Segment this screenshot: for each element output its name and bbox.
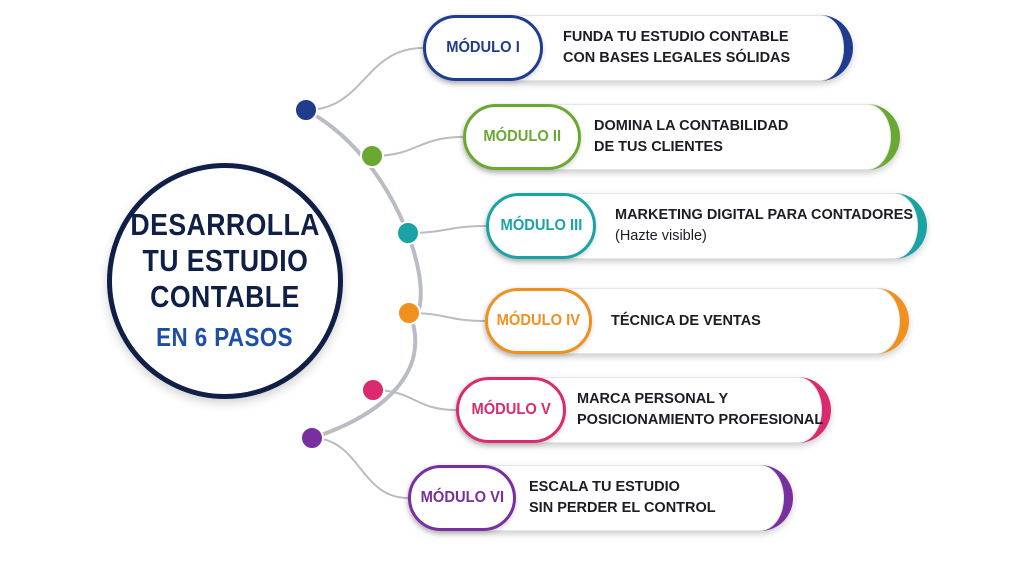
center-title-line-1: DESARROLLA (130, 207, 320, 242)
module-description: ESCALA TU ESTUDIO SIN PERDER EL CONTROL (529, 465, 716, 531)
module-description-line-2: DE TUS CLIENTES (594, 139, 723, 155)
connector-line (305, 47, 424, 111)
module-label: MÓDULO II (483, 128, 561, 145)
module-description-line-2: (Hazte visible) (615, 228, 707, 244)
module-label-pill: MÓDULO IV (485, 288, 592, 354)
module-label: MÓDULO III (500, 217, 582, 234)
module-label: MÓDULO VI (420, 489, 504, 506)
module-description-line-1: MARKETING DIGITAL PARA CONTADORES (615, 207, 914, 223)
module-label: MÓDULO I (446, 39, 520, 56)
module-card: MÓDULO III MARKETING DIGITAL PARA CONTADO… (486, 193, 927, 259)
connector-line (371, 136, 464, 157)
module-description-line-1: FUNDA TU ESTUDIO CONTABLE (563, 29, 789, 45)
timeline-dot (360, 144, 384, 168)
module-card: MÓDULO IV TÉCNICA DE VENTAS (485, 288, 909, 354)
module-description-line-1: DOMINA LA CONTABILIDAD (594, 118, 789, 134)
module-description: TÉCNICA DE VENTAS (611, 288, 761, 354)
module-card: MÓDULO VI ESCALA TU ESTUDIO SIN PERDER EL … (408, 465, 793, 531)
center-title-circle: DESARROLLA TU ESTUDIO CONTABLE EN 6 PASO… (107, 163, 343, 399)
module-description: MARCA PERSONAL Y POSICIONAMIENTO PROFESIO… (577, 377, 823, 443)
timeline-dot (300, 426, 324, 450)
timeline-dot (294, 98, 318, 122)
module-description: DOMINA LA CONTABILIDAD DE TUS CLIENTES (594, 104, 788, 170)
module-label: MÓDULO V (471, 401, 551, 418)
connector-line (311, 437, 409, 499)
timeline-dot (396, 221, 420, 245)
module-description-line-1: TÉCNICA DE VENTAS (611, 312, 761, 329)
module-card: MÓDULO I FUNDA TU ESTUDIO CONTABLE CON BAS… (423, 15, 853, 81)
module-description: FUNDA TU ESTUDIO CONTABLE CON BASES LEGAL… (563, 15, 790, 81)
center-title-line-3: CONTABLE (150, 279, 300, 314)
module-label-pill: MÓDULO V (456, 377, 566, 443)
module-label-pill: MÓDULO I (423, 15, 543, 81)
module-label: MÓDULO IV (496, 312, 581, 329)
timeline-dot (397, 301, 421, 325)
module-label-pill: MÓDULO III (486, 193, 596, 259)
module-description-line-1: MARCA PERSONAL Y (577, 391, 729, 407)
center-title-line-2: TU ESTUDIO (142, 243, 308, 278)
module-label-pill: MÓDULO II (463, 104, 581, 170)
module-description: MARKETING DIGITAL PARA CONTADORES (Hazte … (615, 193, 913, 259)
module-description-line-2: CON BASES LEGALES SÓLIDAS (563, 50, 791, 66)
module-label-pill: MÓDULO VI (408, 465, 516, 531)
module-card: MÓDULO V MARCA PERSONAL Y POSICIONAMIENTO … (456, 377, 831, 443)
center-subtitle: EN 6 PASOS (156, 322, 294, 352)
module-description-line-2: SIN PERDER EL CONTROL (529, 500, 716, 516)
timeline-dot (361, 378, 385, 402)
module-card: MÓDULO II DOMINA LA CONTABILIDAD DE TUS CL… (463, 104, 900, 170)
module-description-line-1: ESCALA TU ESTUDIO (529, 479, 680, 495)
module-description-line-2: POSICIONAMIENTO PROFESIONAL (577, 412, 824, 428)
